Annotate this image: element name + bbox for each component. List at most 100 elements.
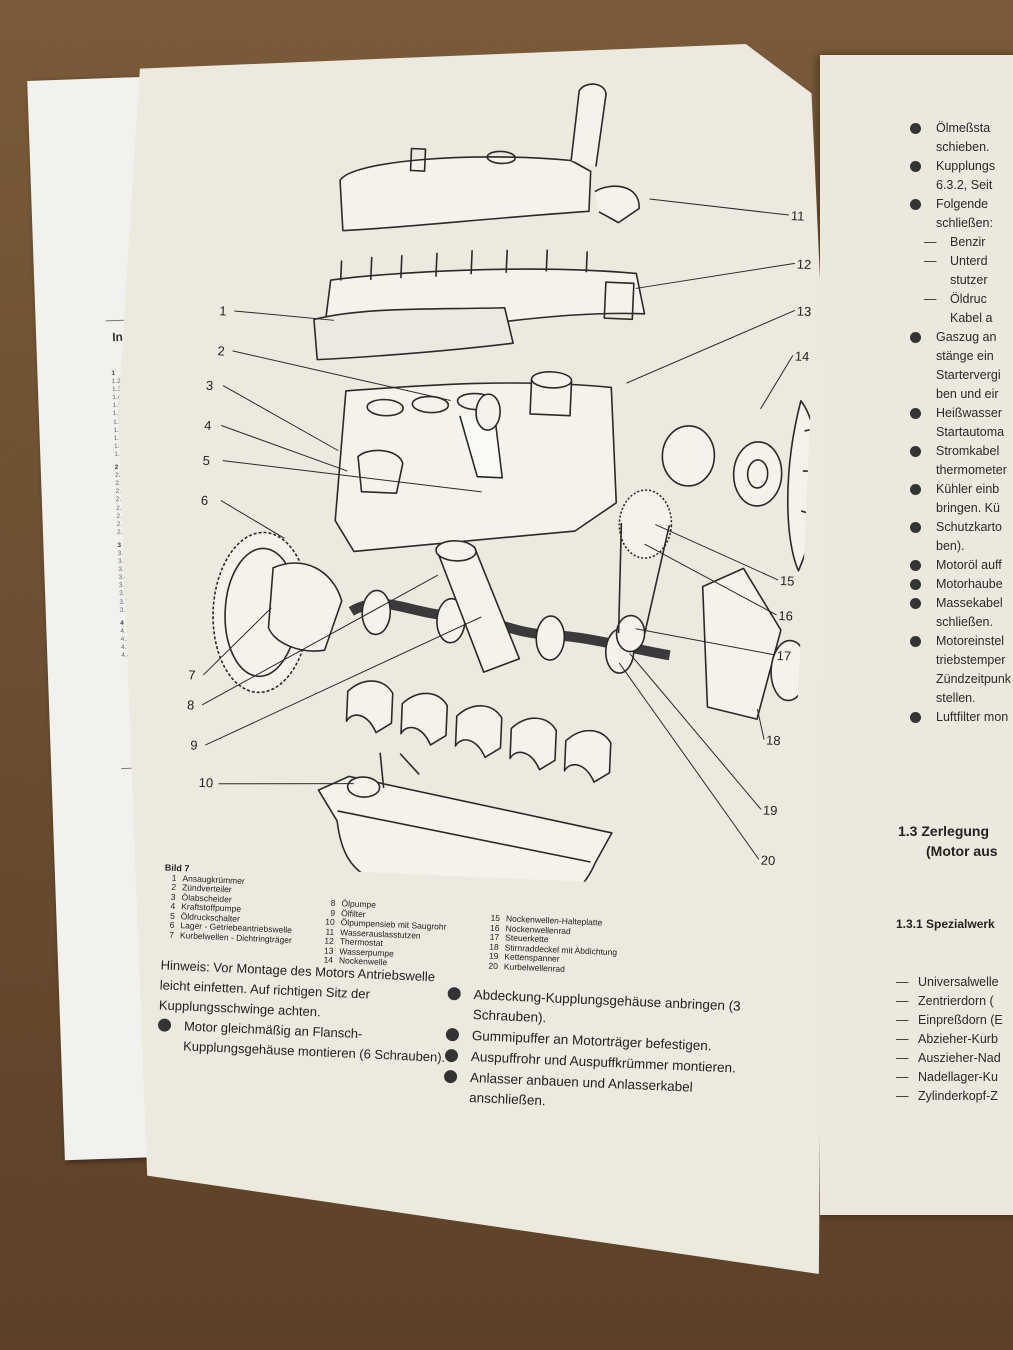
bullet-icon [443,1069,458,1084]
engine-drawing [212,83,826,891]
subsection-title: 1.3.1 Spezialwerk [896,917,995,931]
tool-item: Universalwelle [896,973,1003,992]
list-item-text: Heißwasser [936,406,1002,420]
instruction-bullets: Abdeckung-Kupplungsgehäuse anbringen (3 … [443,984,758,1121]
list-item-text: Kühler einb [936,482,1000,496]
callout-12: 12 [797,256,812,272]
callout-13: 13 [796,303,811,319]
list-item-continuation: schließen: [936,216,993,230]
list-item: Heißwasser [910,404,1013,423]
sub-item: Benzir [922,233,1013,252]
bullet-icon [444,1048,459,1063]
list-item-continuation: schieben. [936,140,990,154]
hinweis-block: Hinweis: Vor Montage des Motors Antriebs… [157,955,451,1068]
list-item-text: Ölmeßsta [936,121,991,135]
bullet-icon [157,1018,172,1032]
list-item-continuation: Startautoma [936,425,1005,439]
bullet-icon [910,636,921,647]
list-item-text: Anlasser anbauen und Anlasserkabel ansch… [468,1069,694,1109]
callout-8: 8 [187,697,195,712]
tool-item: Nadellager-Ku [896,1068,1003,1087]
legend-number: 7 [169,929,175,940]
list-item: Motoröl auff [910,556,1013,575]
section-title: 1.3 Zerlegung (Motor aus [898,823,998,859]
list-item: Schutzkarto [910,518,1013,537]
callout-18: 18 [766,733,781,749]
list-item-continuation: bringen. Kü [936,501,1000,515]
callout-14: 14 [795,348,810,364]
callout-17: 17 [776,648,791,664]
list-item: Folgende [910,195,1013,214]
sub-item-continuation: Kabel a [950,311,993,325]
bullet-icon [910,199,921,210]
leader-lines [201,198,796,860]
tool-item: Auszieher-Nad [896,1049,1003,1068]
list-item-text: Luftfilter mon [936,710,1009,724]
list-item: Luftfilter mon [910,708,1013,727]
list-item: Gaszug an [910,328,1013,347]
list-item-text: Massekabel [936,596,1003,610]
bullet-icon [910,579,921,590]
callout-20: 20 [760,852,775,868]
bullet-icon [910,522,921,533]
tool-list: UniversalwelleZentrierdorn (Einpreßdorn … [896,973,1003,1106]
bullet-icon [910,408,921,419]
sub-item: Öldruc [922,290,1013,309]
legend-label: Kurbelwellenrad [503,960,566,974]
list-item-continuation: triebstemper [936,653,1006,667]
callout-2: 2 [217,343,225,358]
list-item-text: Kupplungs [936,159,996,173]
bullet-icon [910,598,921,609]
callout-1: 1 [219,303,227,318]
callout-19: 19 [763,802,778,818]
list-item-continuation: stänge ein [936,349,994,363]
list-item-text: Motoröl auff [936,558,1002,572]
list-item-text: Motorhaube [936,577,1003,591]
list-item: Kupplungs [910,157,1013,176]
callout-3: 3 [206,378,214,393]
list-item-continuation: 6.3.2, Seit [936,178,993,192]
list-item-continuation: ben und eir [936,387,999,401]
bullet-icon [910,446,921,457]
legend-number: 20 [488,960,499,971]
tool-item: Zentrierdorn ( [896,992,1003,1011]
list-item: Kühler einb [910,480,1013,499]
callout-5: 5 [202,453,210,468]
callout-4: 4 [204,418,212,433]
list-item: Stromkabel [910,442,1013,461]
bullet-icon [910,161,921,172]
bullet-icon [447,986,461,1001]
callout-10: 10 [198,775,213,791]
callout-9: 9 [190,737,198,752]
list-item-text: Abdeckung-Kupplungsgehäuse anbringen (3 … [472,987,741,1026]
callout-15: 15 [780,573,795,589]
list-item-continuation: schließen. [936,615,993,629]
list-item: Motoreinstel [910,632,1013,651]
bullet-icon [910,123,921,134]
tool-item: Einpreßdorn (E [896,1011,1003,1030]
list-item-text: Stromkabel [936,444,1000,458]
list-item-text: Motoreinstel [936,634,1005,648]
list-item-continuation: ben). [936,539,965,553]
callout-16: 16 [778,608,793,624]
bullet-icon [910,560,921,571]
bullet-icon [445,1027,460,1042]
list-item-continuation: thermometer [936,463,1007,477]
list-item-continuation: Startervergi [936,368,1001,382]
sub-item-continuation: stutzer [950,273,988,287]
list-item: Ölmeßsta [910,119,1013,138]
sub-item: Unterd [922,252,1013,271]
list-item-continuation: stellen. [936,691,976,705]
list-item-text: Folgende [936,197,989,211]
tool-item: Zylinderkopf-Z [896,1087,1003,1106]
bullet-icon [910,484,921,495]
list-item: Motorhaube [910,575,1013,594]
bullet-icon [910,332,921,343]
